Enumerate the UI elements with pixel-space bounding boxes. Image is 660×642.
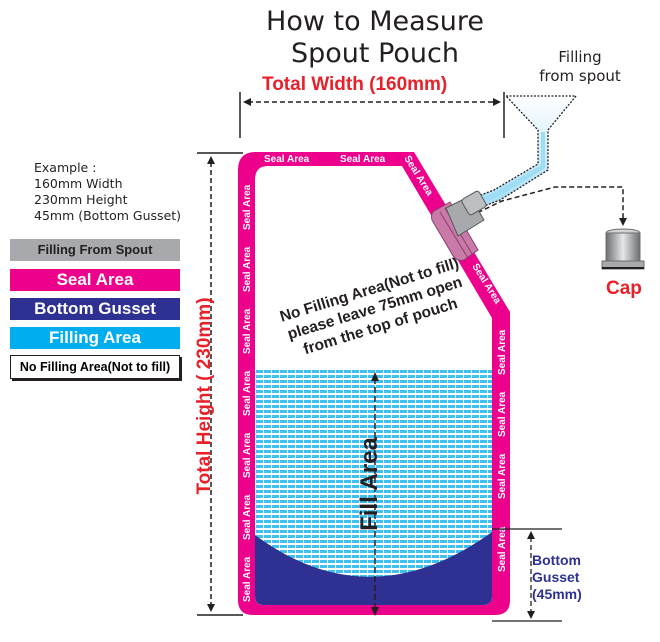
- bottom-gusset-label: Bottom Gusset (45mm): [532, 552, 582, 603]
- total-width-dimension: [239, 92, 505, 138]
- cap-icon: [601, 228, 645, 270]
- seal-label-right: Seal Area: [497, 453, 508, 499]
- legend-filling-area: Filling Area: [10, 327, 180, 349]
- seal-label-left: Seal Area: [242, 556, 253, 602]
- legend-filling-from-spout: Filling From Spout: [10, 239, 180, 261]
- example-height: 230mm Height: [34, 192, 128, 207]
- page-title: How to Measure Spout Pouch: [230, 6, 520, 70]
- gusset-label-line-2: Gusset: [532, 569, 580, 585]
- fill-area-arrow: [371, 372, 379, 616]
- legend-no-filling-area: No Filling Area(Not to fill): [10, 355, 180, 379]
- filling-area: [255, 368, 492, 605]
- cap-label: Cap: [606, 278, 642, 299]
- seal-label-right: Seal Area: [497, 329, 508, 375]
- example-gusset: 45mm (Bottom Gusset): [34, 208, 182, 223]
- bottom-gusset-area: [255, 532, 492, 605]
- gusset-label-line-1: Bottom: [532, 552, 581, 568]
- title-line-1: How to Measure: [266, 6, 484, 37]
- legend-seal-area: Seal Area: [10, 269, 180, 291]
- total-width-label: Total Width (160mm): [262, 74, 448, 95]
- filling-label-line-1: Filling: [558, 48, 602, 66]
- seal-label-left: Seal Area: [242, 246, 253, 292]
- seal-label-right: Seal Area: [497, 391, 508, 437]
- seal-label-left: Seal Area: [242, 370, 253, 416]
- example-width: 160mm Width: [34, 176, 123, 191]
- fill-area-label: Fill Area: [356, 437, 383, 531]
- seal-label-left: Seal Area: [242, 308, 253, 354]
- filling-label-line-2: from spout: [539, 67, 621, 85]
- seal-label-left: Seal Area: [242, 494, 253, 540]
- seal-label-left: Seal Area: [242, 184, 253, 230]
- example-block: Example : 160mm Width 230mm Height 45mm …: [34, 160, 181, 224]
- total-height-label: Total Height ( 230mm): [194, 297, 215, 495]
- title-line-2: Spout Pouch: [291, 38, 459, 69]
- seal-label-top-2: Seal Area: [340, 154, 386, 165]
- example-heading: Example :: [34, 160, 97, 175]
- bottom-gusset-dimension: [492, 528, 562, 622]
- filling-from-spout-label: Filling from spout: [520, 48, 640, 86]
- spout-fitment-icon: [431, 190, 487, 261]
- gusset-label-line-3: (45mm): [532, 586, 582, 602]
- seal-label-top-1: Seal Area: [264, 154, 310, 165]
- legend-bottom-gusset: Bottom Gusset: [10, 298, 180, 320]
- cap-arrow: [455, 186, 627, 226]
- seal-label-right: Seal Area: [497, 526, 508, 572]
- total-height-dimension: [197, 152, 243, 616]
- seal-label-left: Seal Area: [242, 432, 253, 478]
